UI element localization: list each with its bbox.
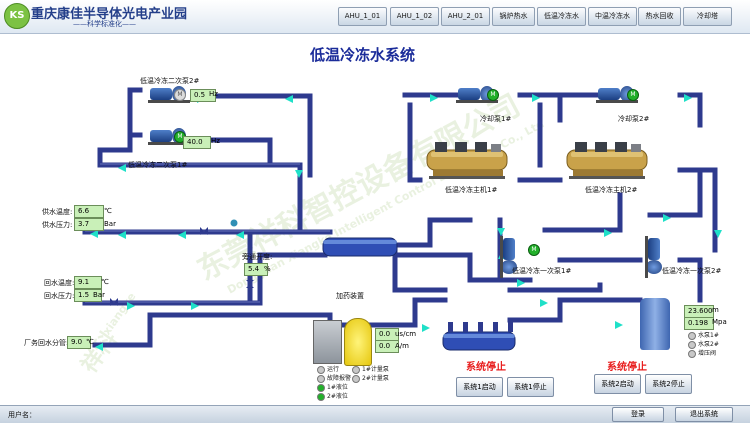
dosing-legend-5: 2#液位: [317, 391, 348, 401]
tab-low-temp-chilled-water[interactable]: 低温冷冻水: [537, 7, 586, 26]
cooling-pump-1-label: 冷却泵1#: [480, 115, 512, 123]
pressurize-legend-2: 增压阀: [688, 348, 716, 358]
pressurize-tank[interactable]: [640, 298, 670, 350]
company-logo: KS: [4, 3, 30, 29]
pressurize-legend-1: 水泵2#: [688, 339, 719, 349]
plant-return-value: 9.0: [67, 336, 91, 349]
status-dot-icon: [317, 383, 325, 392]
system-1-stop-button[interactable]: 系统1停止: [507, 377, 554, 397]
system-2-start-button[interactable]: 系统2启动: [594, 374, 641, 394]
system-1-status: 系统停止: [466, 362, 506, 373]
tab-boiler-hot-water[interactable]: 锅炉热水: [492, 7, 535, 26]
dosing-current-value: 0.0: [375, 340, 399, 353]
company-name: 重庆康佳半导体光电产业园: [31, 7, 188, 22]
page-title: 低温冷冻水系统: [310, 46, 416, 64]
return-pressure-unit: Bar: [93, 291, 105, 299]
dosing-legend-3: 2#计量泵: [352, 373, 389, 383]
status-dot-icon: [317, 374, 325, 383]
pressurize-unit-1: m: [712, 306, 719, 314]
login-button[interactable]: 登录: [612, 407, 664, 422]
cooling-pump-2-label: 冷却泵2#: [618, 115, 650, 123]
tab-cooling-tower[interactable]: 冷却塔: [683, 7, 732, 26]
plant-return-unit: ℃: [86, 338, 94, 346]
dosing-legend-4: 1#液位: [317, 382, 348, 392]
dosing-legend-1: 1#计量泵: [352, 364, 389, 374]
dosing-tank: [344, 318, 372, 366]
company-subtitle: ——科学标准化——: [73, 20, 136, 28]
status-dot-icon: [317, 392, 325, 401]
exit-system-button[interactable]: 退出系统: [675, 407, 733, 422]
dosing-conductivity-unit: us/cm: [395, 330, 417, 338]
chiller-2[interactable]: [565, 140, 649, 182]
return-temp-value: 9.1: [74, 276, 102, 289]
pressurize-unit-2: Mpa: [712, 318, 727, 326]
dosing-device[interactable]: [313, 318, 383, 368]
status-bar: 用户名： 登录 退出系统: [0, 405, 750, 423]
secondary-pump-2-status-icon[interactable]: M: [174, 89, 186, 101]
system-2-stop-button[interactable]: 系统2停止: [645, 374, 692, 394]
system-1-start-button[interactable]: 系统1启动: [456, 377, 503, 397]
bypass-label: 旁通开度:: [242, 253, 273, 261]
secondary-pump-1-freq-unit: Hz: [211, 137, 220, 145]
return-temp-unit: ℃: [101, 278, 109, 286]
supply-pressure-unit: Bar: [104, 220, 116, 228]
chiller-2-label: 低温冷冻主机2#: [585, 186, 638, 194]
cooling-pump-1-status-icon[interactable]: M: [487, 89, 499, 101]
dosing-label: 加药装置: [336, 292, 364, 300]
plant-return-label: 厂务回水分管:: [24, 339, 69, 347]
return-pressure-value: 1.5: [74, 289, 102, 302]
secondary-pump-2-freq: 0.5: [190, 89, 216, 102]
supply-temp-label: 供水温度:: [42, 208, 73, 216]
return-temp-label: 回水温度:: [44, 279, 75, 287]
tab-ahu-1-01[interactable]: AHU_1_01: [338, 7, 387, 26]
primary-pump-1-label: 低温冷冻一次泵1#: [512, 267, 572, 275]
dosing-current-unit: A/m: [395, 342, 409, 350]
username-label: 用户名：: [8, 411, 36, 419]
bypass-value: 5.4: [244, 263, 268, 276]
supply-pressure-label: 供水压力:: [42, 221, 73, 229]
status-dot-icon: [688, 331, 696, 340]
bypass-unit: %: [264, 265, 271, 273]
tab-ahu-2-01[interactable]: AHU_2_01: [441, 7, 490, 26]
app-header: KS 重庆康佳半导体光电产业园 ——科学标准化—— AHU_1_01 AHU_1…: [0, 0, 750, 34]
dosing-legend-2: 故障报警: [317, 373, 351, 383]
status-dot-icon: [317, 365, 325, 374]
secondary-pump-2-freq-unit: Hz: [209, 90, 218, 98]
bypass-valve-icon[interactable]: [246, 280, 254, 288]
system-2-status: 系统停止: [607, 362, 647, 373]
dosing-cabinet: [313, 320, 342, 364]
tab-heat-recovery[interactable]: 热水回收: [638, 7, 681, 26]
tab-ahu-1-02[interactable]: AHU_1_02: [390, 7, 439, 26]
primary-pump-1-status-icon[interactable]: M: [528, 244, 540, 256]
secondary-pump-1-label: 低温冷冻二次泵1#: [128, 161, 188, 169]
supply-temp-value: 6.6: [74, 205, 104, 218]
status-dot-icon: [352, 374, 360, 383]
status-dot-icon: [688, 340, 696, 349]
return-valve-icon[interactable]: [110, 298, 118, 306]
dosing-legend-0: 运行: [317, 364, 339, 374]
status-dot-icon: [352, 365, 360, 374]
secondary-pump-2-label: 低温冷冻二次泵2#: [140, 77, 200, 85]
cooling-pump-2-status-icon[interactable]: M: [627, 89, 639, 101]
pressurize-legend-0: 水泵1#: [688, 330, 719, 340]
chiller-1-graphic: [426, 142, 508, 179]
status-dot-icon: [688, 349, 696, 358]
secondary-pump-1-freq: 40.0: [183, 136, 211, 149]
chiller-1[interactable]: [425, 140, 509, 182]
pressurize-value-2: 0.198: [684, 317, 714, 330]
supply-sensor-icon: [230, 219, 238, 227]
supply-pressure-value: 3.7: [74, 218, 104, 231]
tab-mid-temp-chilled-water[interactable]: 中温冷冻水: [588, 7, 637, 26]
return-pressure-label: 回水压力:: [44, 292, 75, 300]
supply-valve-icon[interactable]: [200, 227, 208, 235]
primary-pump-2-label: 低温冷冻一次泵2#: [662, 267, 722, 275]
supply-temp-unit: ℃: [104, 207, 112, 215]
chiller-2-graphic: [566, 142, 648, 179]
chiller-1-label: 低温冷冻主机1#: [445, 186, 498, 194]
